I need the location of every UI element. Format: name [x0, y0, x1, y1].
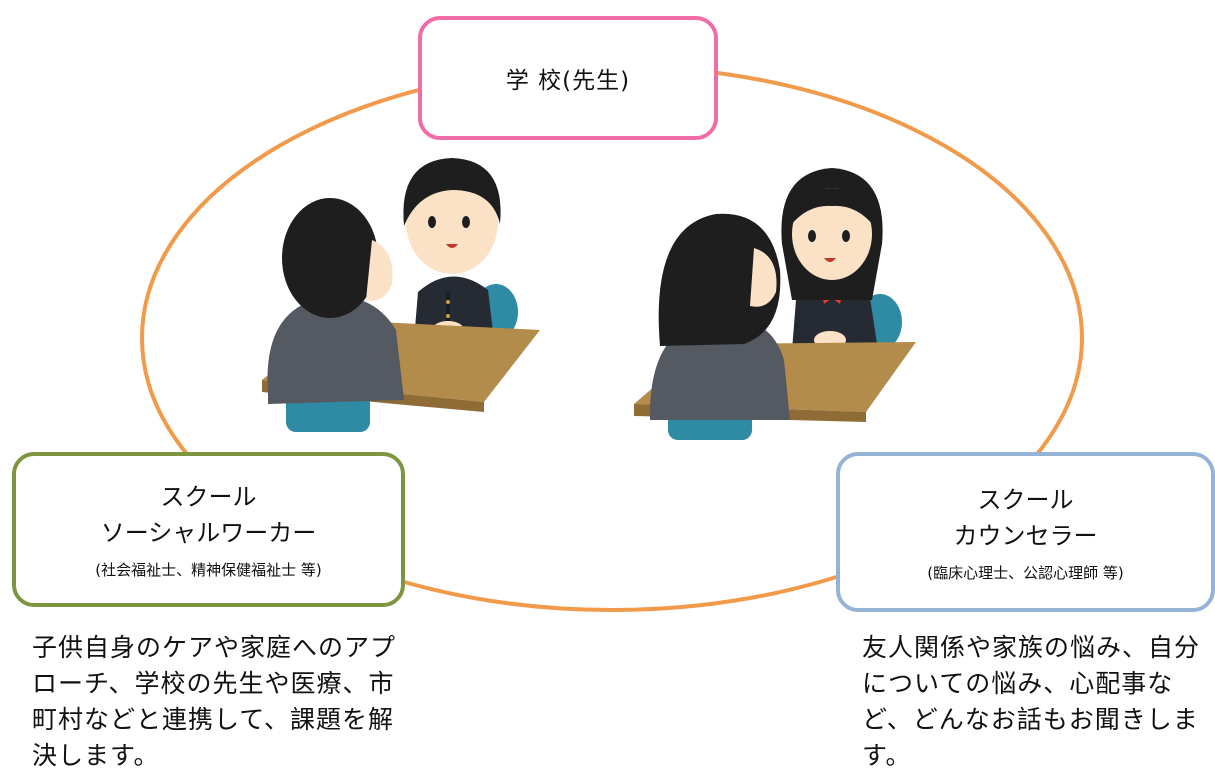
ssw-title-line1: スクール [160, 483, 257, 511]
sc-description: 友人関係や家族の悩み、自分についての悩み、心配事など、どんなお話もお聞きします。 [862, 633, 1201, 770]
ssw-title-line2: ソーシャルワーカー [100, 519, 317, 547]
ssw-description: 子供自身のケアや家庭へのアプローチ、学校の先生や医療、市町村などと連携して、課題… [32, 633, 397, 770]
school-counselor-box: スクール カウンセラー (臨床心理士、公認心理師 等) [836, 452, 1215, 612]
sc-qualification: (臨床心理士、公認心理師 等) [927, 563, 1124, 582]
counseling-girl-illustration [634, 168, 916, 440]
school-social-worker-box: スクール ソーシャルワーカー (社会福祉士、精神保健福祉士 等) [12, 452, 405, 607]
ssw-qualification: (社会福祉士、精神保健福祉士 等) [95, 561, 322, 579]
school-label: 学 校(先生) [505, 68, 631, 94]
sc-title-line2: カウンセラー [953, 521, 1098, 550]
counseling-boy-illustration [262, 158, 540, 432]
sc-title-line1: スクール [977, 485, 1074, 514]
school-box: 学 校(先生) [418, 16, 718, 140]
